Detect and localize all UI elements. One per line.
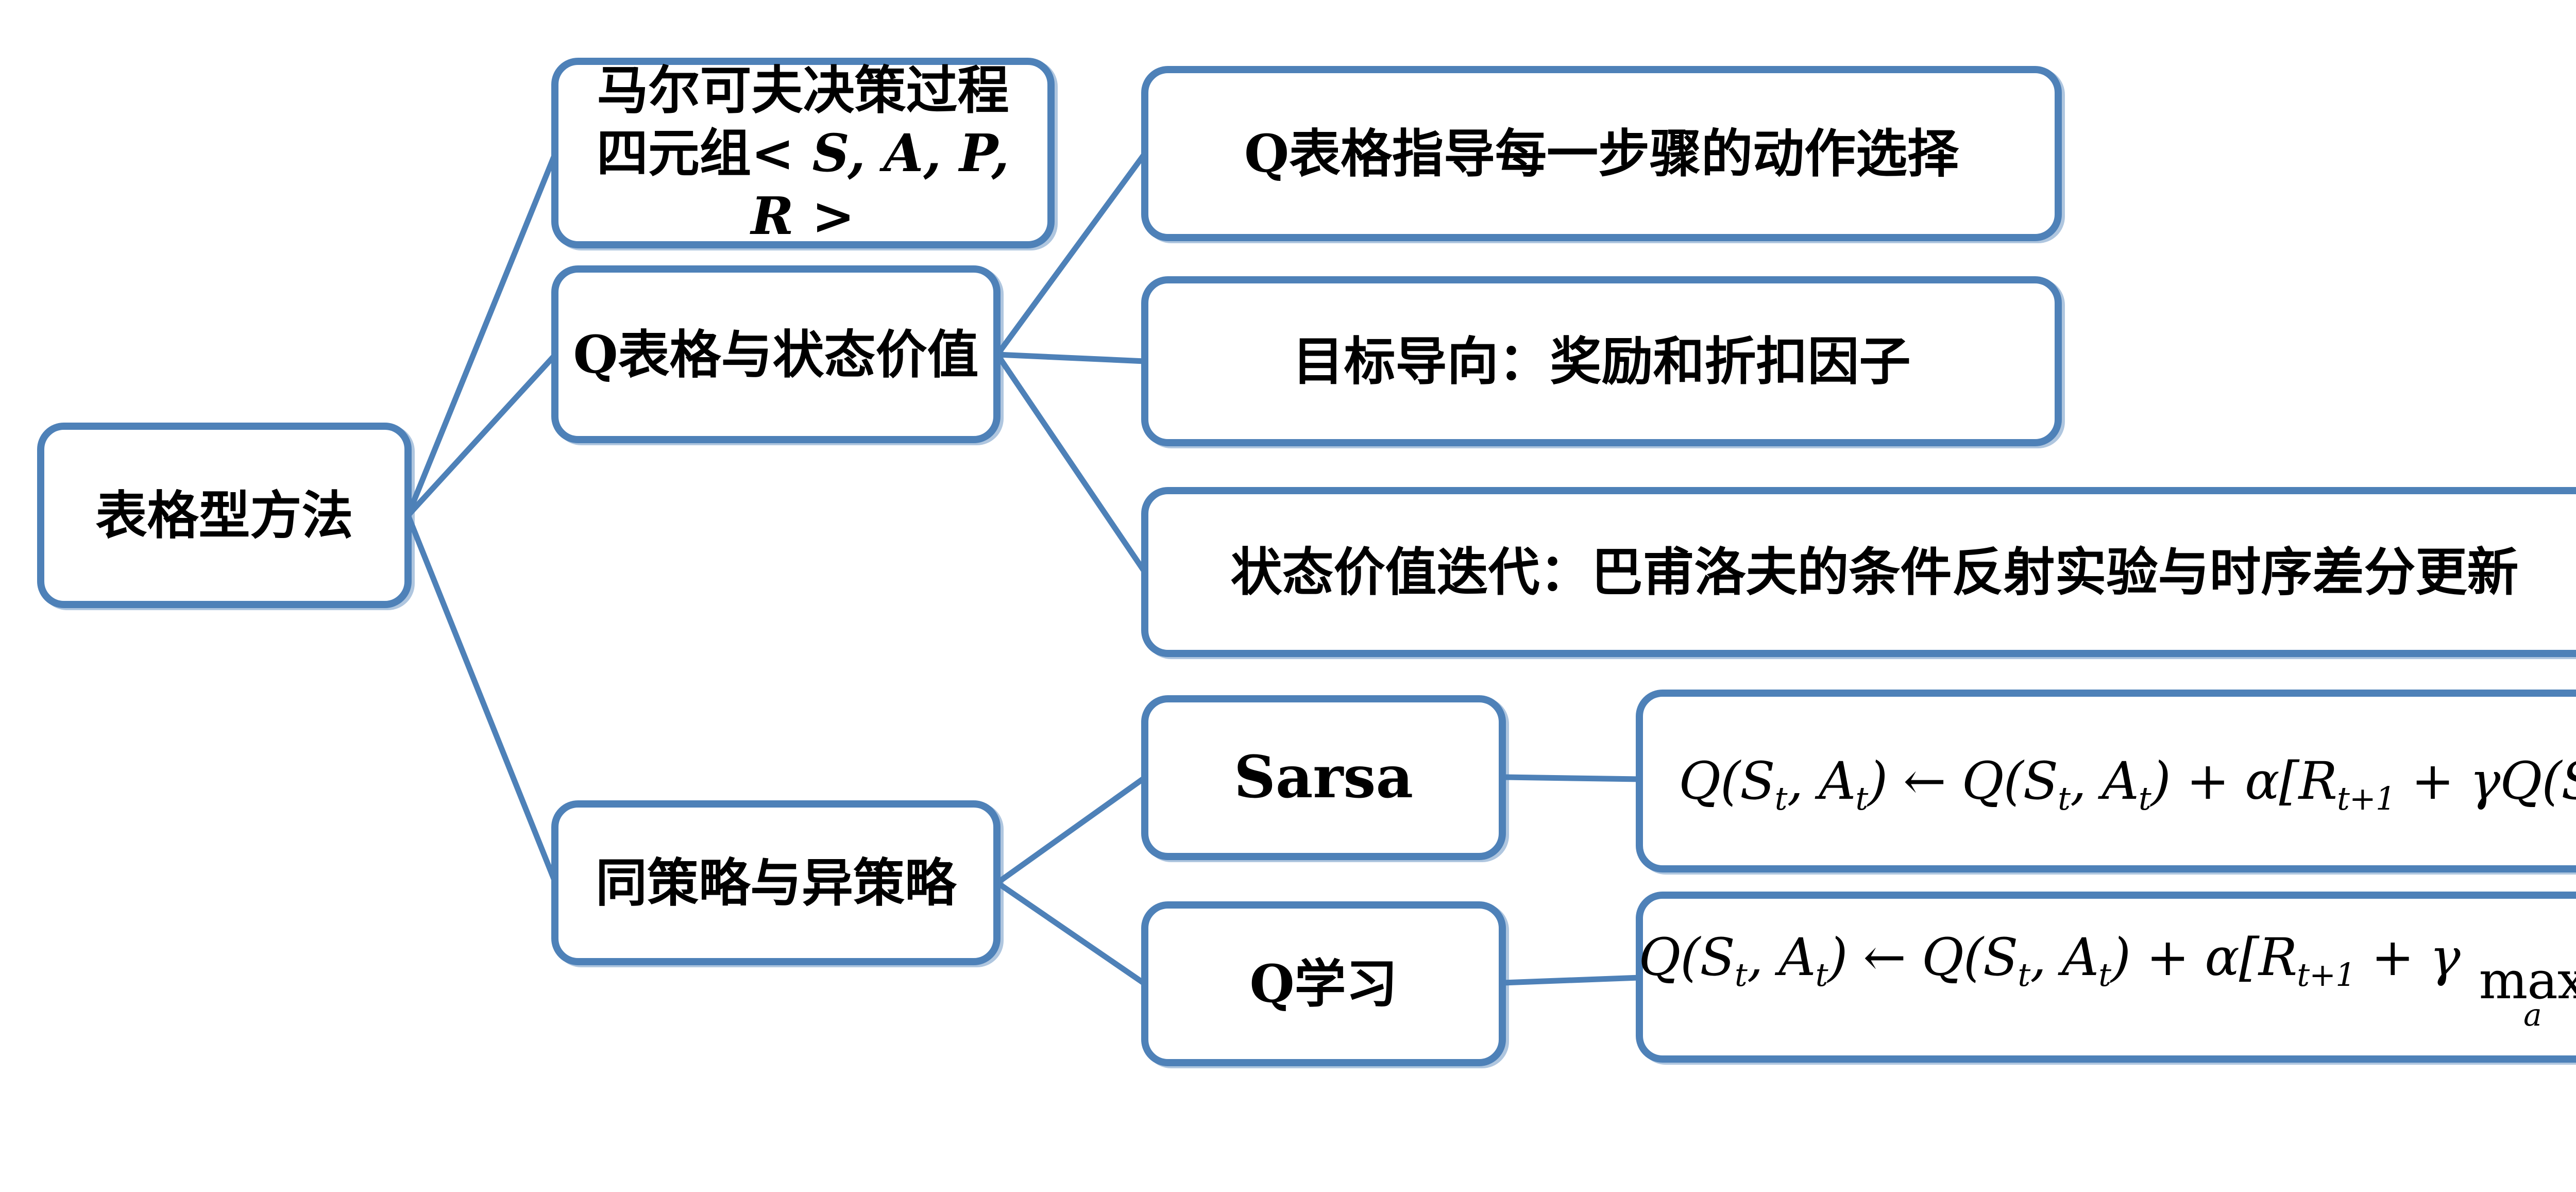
connector-onoff-sarsa	[994, 775, 1148, 886]
node-on-off-policy: 同策略与异策略	[551, 800, 1001, 965]
node-tabular-methods-label: 表格型方法	[95, 485, 353, 546]
connector-qtable-action	[994, 150, 1148, 358]
connector-onoff-qlearn	[994, 880, 1148, 987]
node-on-off-policy-label: 同策略与异策略	[596, 852, 956, 913]
node-sarsa-label: Sarsa	[1233, 743, 1414, 811]
markov-tuple-math: < S, A, P, R >	[751, 123, 1010, 246]
node-q-table-state-value: Q表格与状态价值	[551, 265, 1001, 443]
node-q-table-state-value-label: Q表格与状态价值	[573, 324, 979, 385]
connector-root-markov	[405, 150, 558, 518]
node-sarsa-formula: Q(St, At) ← Q(St, At) + α[Rt+1 + γQ(St+1…	[1636, 690, 2576, 872]
node-q-learning-label: Q学习	[1249, 953, 1398, 1014]
node-action-selection-label: Q表格指导每一步骤的动作选择	[1244, 123, 1959, 184]
connector-qlearn-formula	[1500, 975, 1642, 986]
connector-qtable-valueiter	[994, 351, 1148, 575]
node-goal-oriented: 目标导向：奖励和折扣因子	[1141, 276, 2062, 446]
node-goal-oriented-label: 目标导向：奖励和折扣因子	[1292, 331, 1911, 392]
node-markov-tuple: 马尔可夫决策过程四元组< S, A, P, R >	[551, 58, 1055, 248]
node-markov-tuple-label: 马尔可夫决策过程四元组< S, A, P, R >	[596, 60, 1010, 246]
connector-root-onoff	[405, 512, 558, 886]
node-q-learning: Q学习	[1141, 901, 1506, 1066]
node-value-iteration: 状态价值迭代：巴甫洛夫的条件反射实验与时序差分更新	[1141, 487, 2576, 657]
node-value-iteration-label: 状态价值迭代：巴甫洛夫的条件反射实验与时序差分更新	[1230, 542, 2519, 602]
node-sarsa: Sarsa	[1141, 695, 1506, 860]
connector-qtable-goal	[994, 351, 1148, 364]
sarsa-update-formula: Q(St, At) ← Q(St, At) + α[Rt+1 + γQ(St+1…	[1679, 750, 2576, 817]
node-tabular-methods: 表格型方法	[37, 423, 412, 608]
connector-sarsa-formula	[1500, 774, 1642, 782]
node-action-selection: Q表格指导每一步骤的动作选择	[1141, 66, 2062, 241]
connector-root-qtable	[405, 351, 558, 518]
